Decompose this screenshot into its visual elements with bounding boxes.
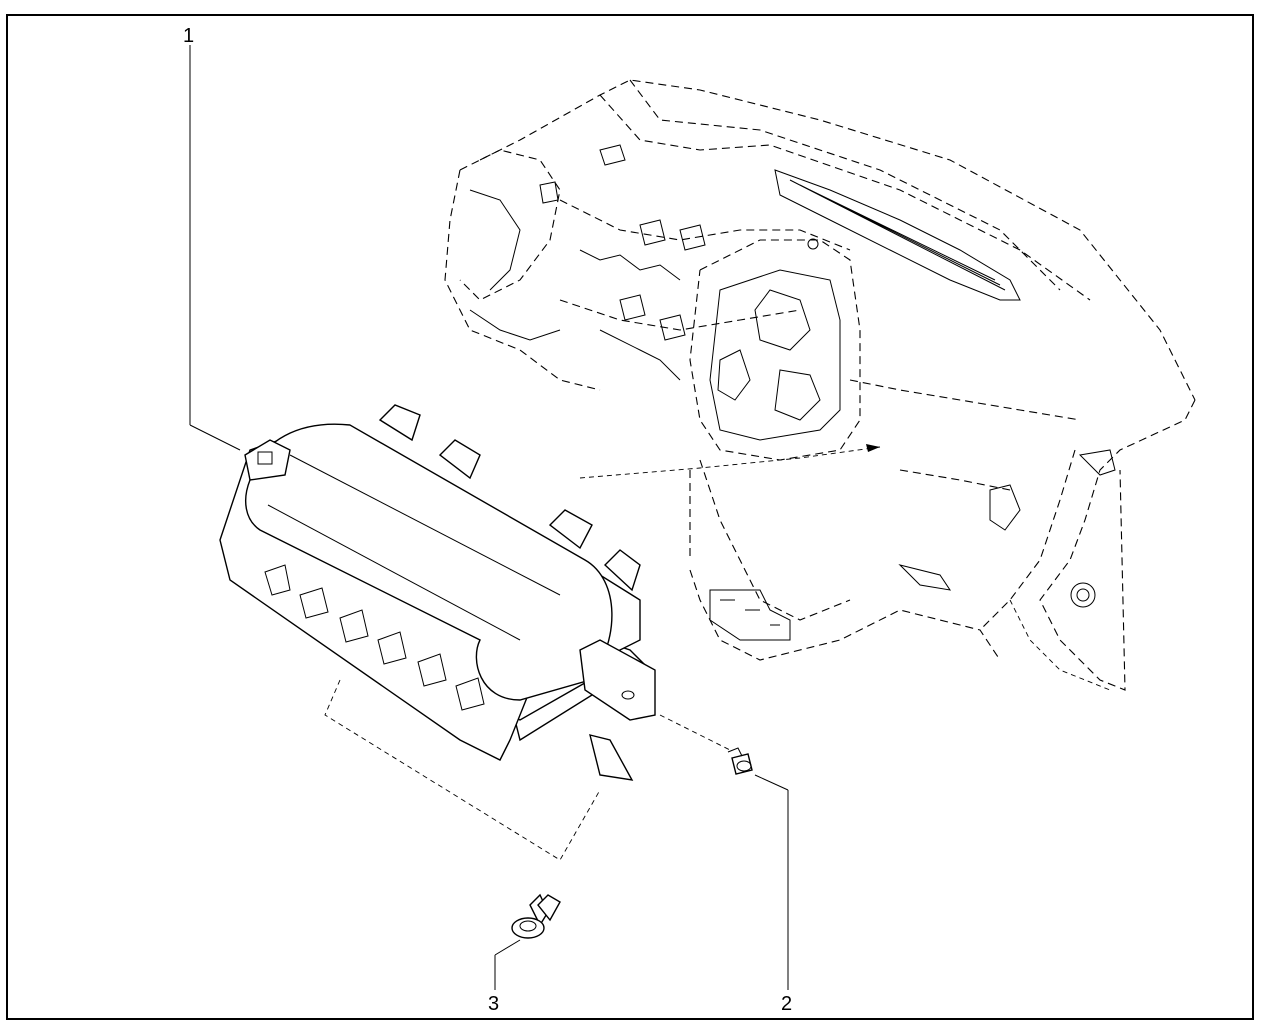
dashboard-assembly — [444, 79, 1196, 691]
callout-2-label: 2 — [781, 993, 792, 1015]
airbag-module — [219, 404, 731, 861]
clip-fastener-part — [511, 893, 561, 939]
callout-2: 2 — [754, 774, 792, 1015]
callout-3-label: 3 — [488, 993, 499, 1015]
callout-3: 3 — [488, 939, 521, 1015]
callout-1-label: 1 — [183, 25, 194, 47]
drawing-frame — [6, 14, 1254, 1020]
callout-1: 1 — [183, 25, 241, 451]
airbag-clips — [264, 564, 485, 711]
bolt-part — [727, 747, 753, 775]
